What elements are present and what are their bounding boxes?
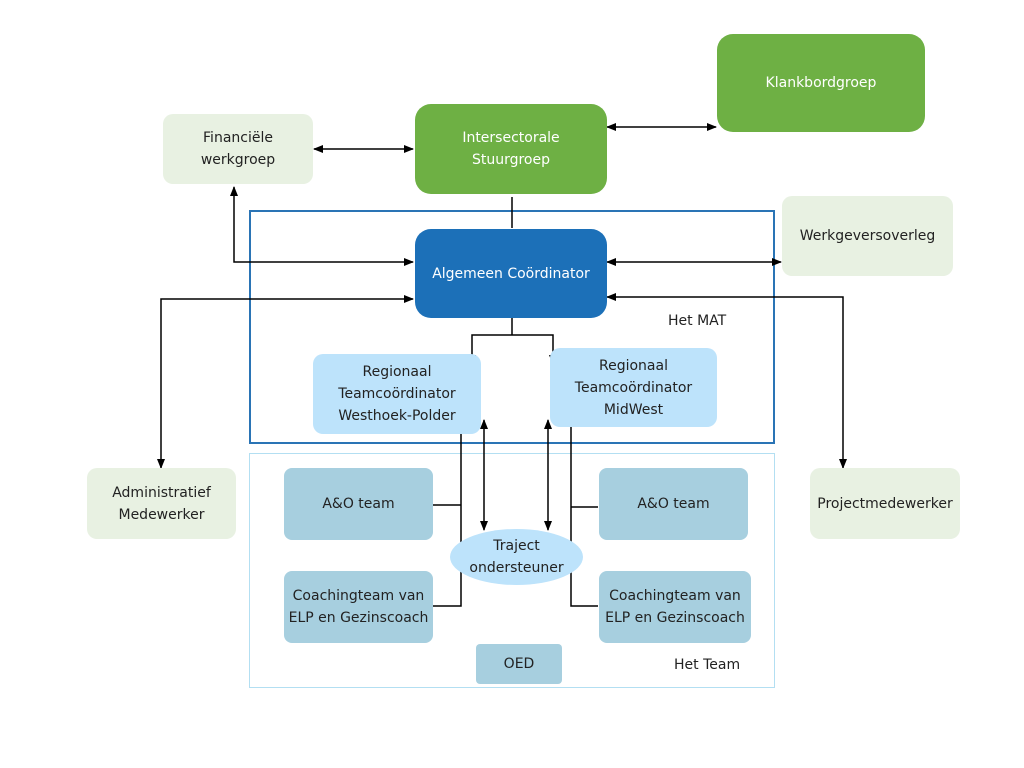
label-het-mat: Het MAT	[668, 313, 727, 329]
node-ao-team-right: A&O team	[599, 468, 748, 540]
label-het-team: Het Team	[674, 657, 741, 673]
node-stuurgroep: Intersectorale Stuurgroep	[415, 104, 607, 194]
node-ao-team-left: A&O team	[284, 468, 433, 540]
edge-westhoek-teams	[433, 426, 462, 607]
node-algemeen-coordinator: Algemeen Coördinator	[415, 229, 607, 318]
node-oed: OED	[476, 644, 562, 684]
node-projectmedewerker: Projectmedewerker	[810, 468, 960, 539]
edge-midwest-teams	[570, 426, 598, 607]
node-administratief-medewerker: Administratief Medewerker	[87, 468, 236, 539]
edge-split-midwest	[512, 334, 557, 365]
edge-coordinator-administratief	[157, 295, 414, 469]
node-regio-midwest: Regionaal Teamcoördinator MidWest	[550, 348, 717, 427]
edge-financieel-coordinator	[230, 186, 414, 266]
node-coaching-right: Coachingteam van ELP en Gezinscoach	[599, 571, 751, 643]
node-regio-westhoek: Regionaal Teamcoördinator Westhoek-Polde…	[313, 354, 481, 434]
node-coaching-left: Coachingteam van ELP en Gezinscoach	[284, 571, 433, 643]
node-werkgeversoverleg: Werkgeversoverleg	[782, 196, 953, 276]
node-traject-ondersteuner: Traject ondersteuner	[450, 529, 583, 585]
node-klankbordgroep: Klankbordgroep	[717, 34, 925, 132]
team-frame	[249, 453, 775, 688]
edge-coordinator-project	[606, 293, 847, 469]
node-financiele-werkgroep: Financiële werkgroep	[163, 114, 313, 184]
